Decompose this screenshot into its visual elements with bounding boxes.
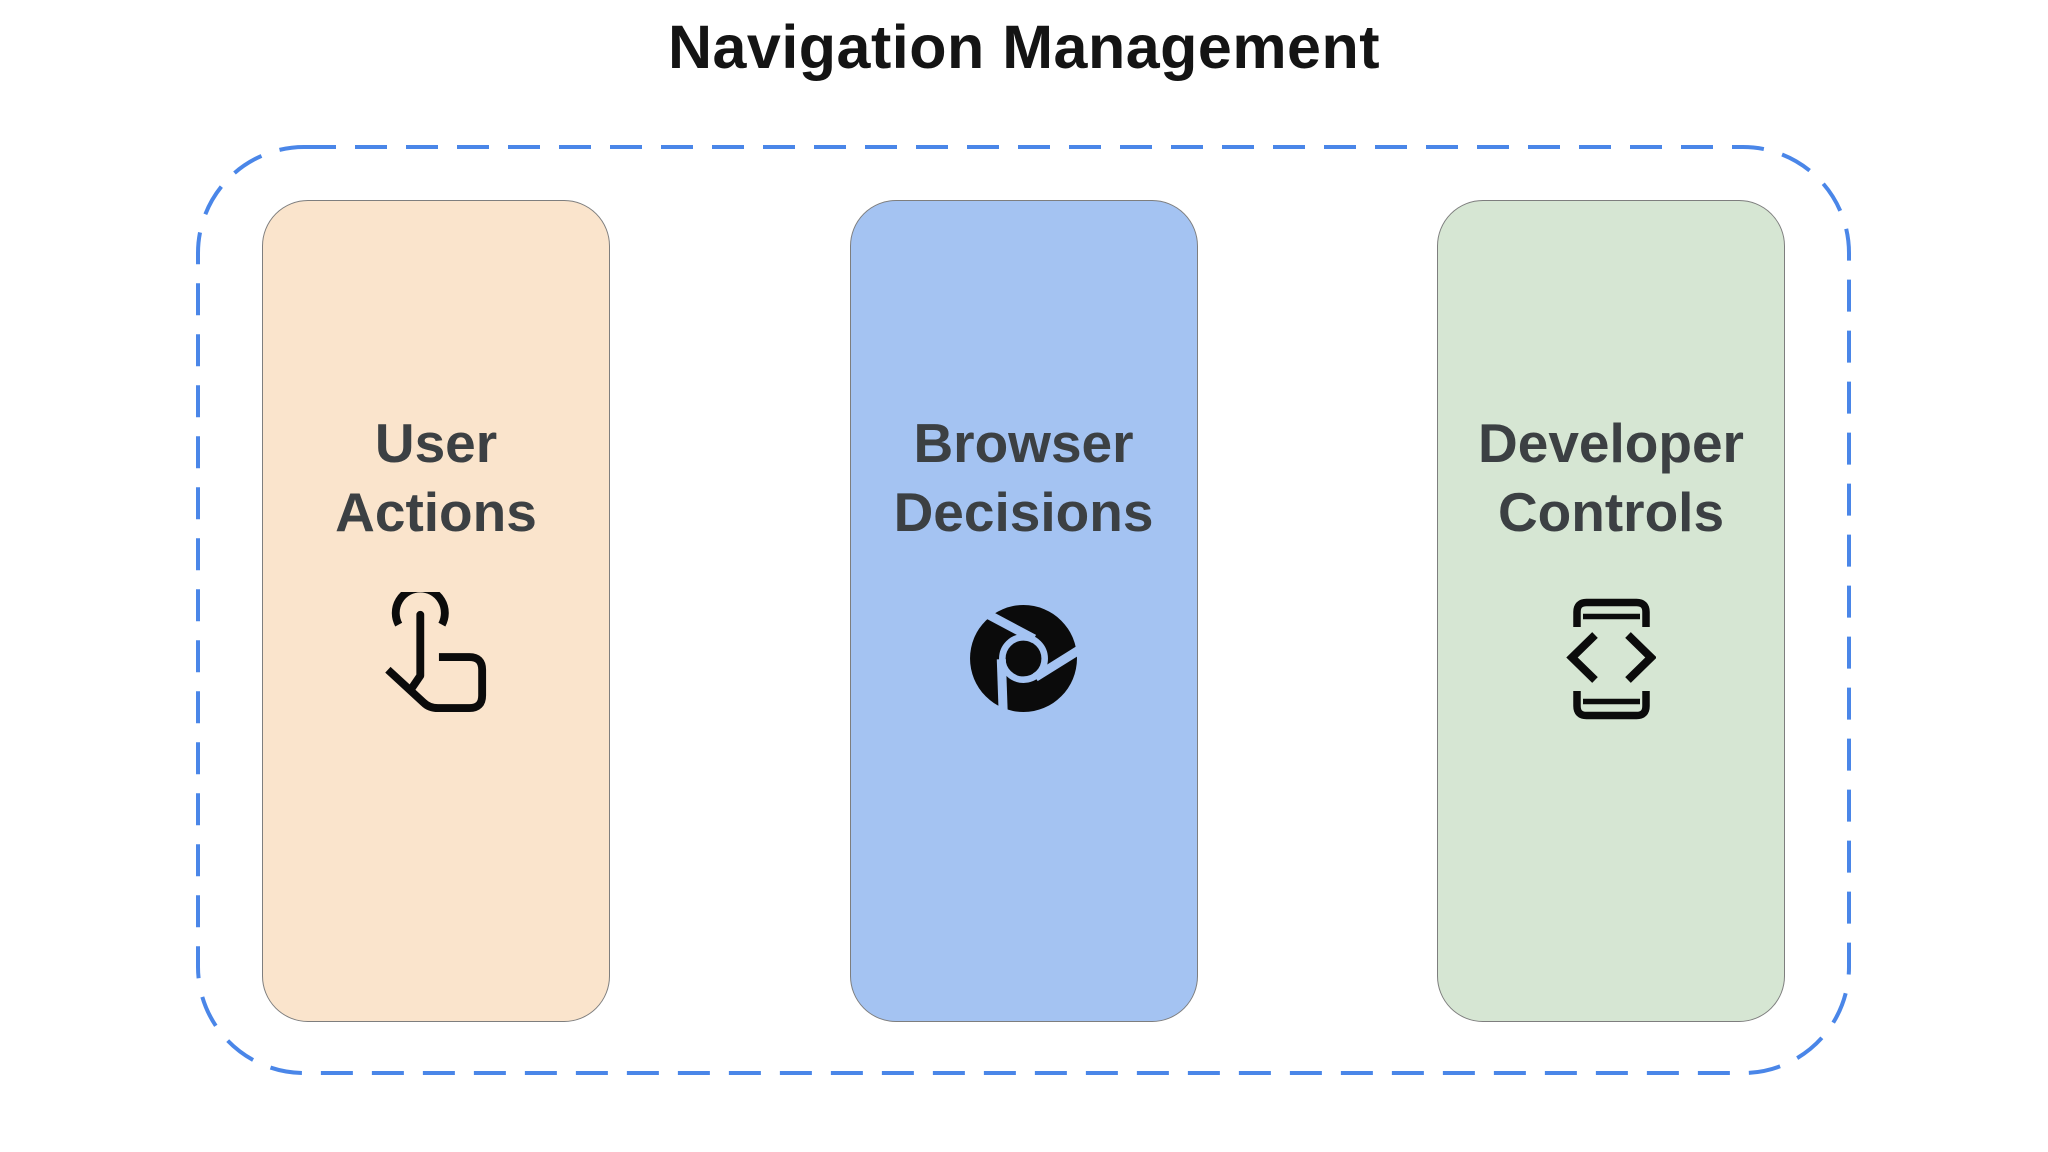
chrome-browser-icon	[967, 589, 1080, 729]
card-label-developer-controls: Developer Controls	[1478, 412, 1744, 543]
touch-gesture-icon	[382, 589, 490, 729]
card-developer-controls: Developer Controls	[1437, 200, 1785, 1022]
diagram-title: Navigation Management	[667, 13, 1381, 81]
card-label-user-actions: User Actions	[335, 412, 537, 543]
card-browser-decisions: Browser Decisions	[849, 200, 1198, 1022]
dashed-boundary	[196, 145, 1851, 1075]
dashed-boundary-rect	[196, 145, 1851, 1075]
cards-row: User Actions Browser Decisions	[196, 200, 1851, 1022]
card-user-actions: User Actions	[262, 200, 610, 1022]
card-label-browser-decisions: Browser Decisions	[893, 412, 1154, 543]
developer-mode-icon	[1566, 589, 1656, 729]
